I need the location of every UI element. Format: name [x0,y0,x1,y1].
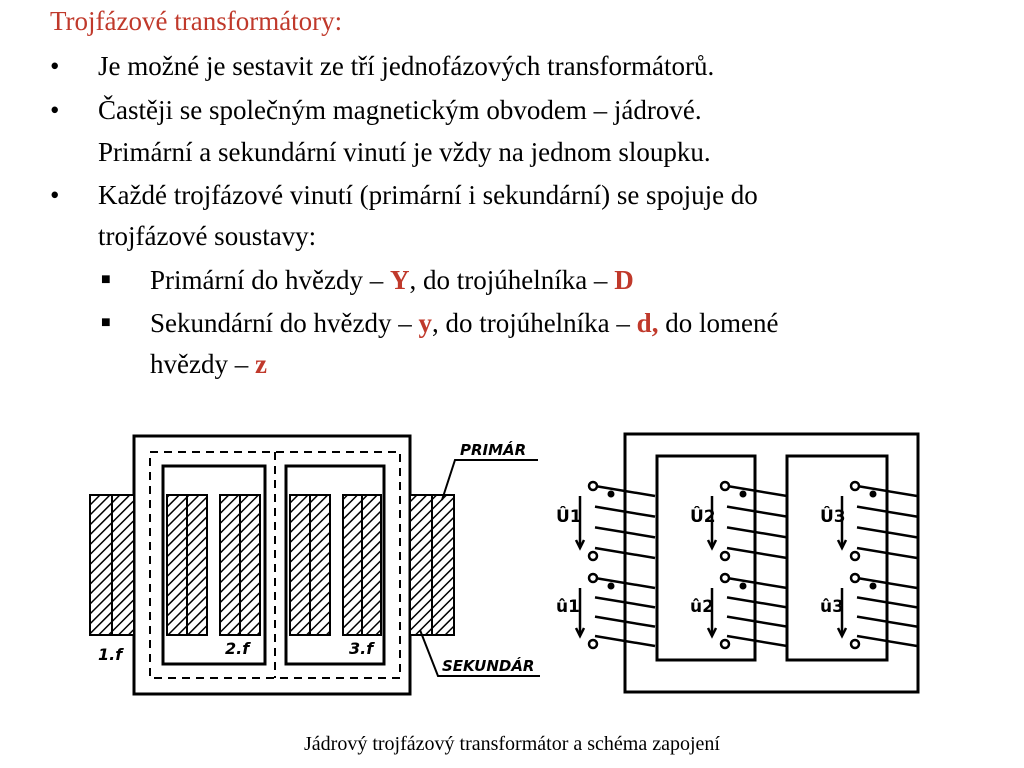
label-U3: Û3 [820,505,846,527]
winding-turn [856,596,918,609]
bullet-2-line-1: Častěji se společným magnetickým obvodem… [98,95,702,125]
winding-turn [726,546,788,560]
winding-turn [594,596,656,609]
terminal [587,638,599,650]
terminal [587,480,599,492]
winding-turn [856,526,918,539]
square-bullet-glyph: ■ [101,271,111,288]
primary-delta-symbol: D [614,265,634,295]
polarity-dot [869,490,877,498]
winding-turn [856,634,918,648]
winding-turn [594,546,656,560]
label-sekundar: SEKUNDÁR [442,656,534,675]
sub-bullet-1-mid: , do trojúhelníka – [409,265,615,295]
label-U2: Û2 [690,505,716,527]
winding-turn [856,576,918,590]
voltage-arrowhead [706,539,718,551]
terminal [849,480,861,492]
winding-turn [726,615,788,628]
square-bullet-glyph: ■ [101,314,111,331]
polarity-dot [607,582,615,590]
winding-turn [726,505,788,518]
winding-turn [856,546,918,560]
winding-turn [726,596,788,609]
label-primar: PRIMÁR [460,440,526,459]
winding-turn [856,484,918,498]
bullet-1-text: Je možné je sestavit ze tří jednofázovýc… [98,51,715,81]
label-phase-3: 3.f [349,639,375,658]
figure-caption: Jádrový trojfázový transformátor a schém… [304,733,720,755]
voltage-arrowhead [706,627,718,639]
polarity-dot [607,490,615,498]
polarity-dot [869,582,877,590]
terminal [849,638,861,650]
label-phase-1: 1.f [98,645,124,664]
sekundar-leader [419,629,540,677]
sub-bullet-2-line2-pre: hvězdy – [150,349,255,379]
voltage-arrowhead [574,627,586,639]
voltage-arrowhead [574,539,586,551]
bullet-3-line-1: Každé trojfázové vinutí (primární i seku… [98,180,758,210]
terminal [849,572,861,584]
polarity-dot [739,490,747,498]
winding-turn [726,484,788,498]
bullet-2-line-2: Primární a sekundární vinutí je vždy na … [98,137,711,167]
sub-bullet-2-post: do lomené [658,308,779,338]
terminal [719,572,731,584]
slide-title: Trojfázové transformátory: [50,6,343,36]
label-u1: û1 [556,597,580,617]
secondary-delta-symbol: d, [636,308,659,338]
sub-bullet-2-mid: , do trojúhelníka – [431,308,637,338]
primary-star-symbol: Y [389,265,410,295]
primar-leader [441,459,538,501]
winding-turn [594,615,656,628]
terminal [587,572,599,584]
sub-bullet-2-pre: Sekundární do hvězdy – [150,308,419,338]
schematic-window-right [785,454,889,662]
terminal [849,550,861,562]
voltage-arrowhead [836,627,848,639]
winding-turn [726,634,788,648]
bullet-glyph: • [50,180,60,210]
label-u2: û2 [690,597,714,617]
sub-bullet-1-pre: Primární do hvězdy – [150,265,390,295]
winding-turn [594,634,656,648]
polarity-dot [739,582,747,590]
winding-turn [856,615,918,628]
terminal [719,638,731,650]
winding-turn [726,576,788,590]
winding-turn [594,484,656,498]
bullet-glyph: • [50,51,60,81]
winding-turn [594,526,656,539]
label-phase-2: 2.f [225,639,251,658]
label-U1: Û1 [556,505,582,527]
sub-bullet-1: Primární do hvězdy – Y, do trojúhelníka … [150,262,634,298]
winding-turn [594,505,656,518]
winding-turn [726,526,788,539]
winding-turn [594,576,656,590]
terminal [719,550,731,562]
bullet-glyph: • [50,95,60,125]
schematic-window-left [655,454,757,662]
secondary-zigzag-symbol: z [254,349,267,379]
voltage-arrowhead [836,539,848,551]
terminal [587,550,599,562]
label-u3: û3 [820,597,844,617]
terminal [719,480,731,492]
sub-bullet-2-line-1: Sekundární do hvězdy – y, do trojúhelník… [150,305,778,341]
secondary-star-symbol: y [418,308,432,338]
winding-turn [856,505,918,518]
sub-bullet-2-line-2: hvězdy – z [150,346,267,382]
bullet-3-line-2: trojfázové soustavy: [98,221,317,251]
